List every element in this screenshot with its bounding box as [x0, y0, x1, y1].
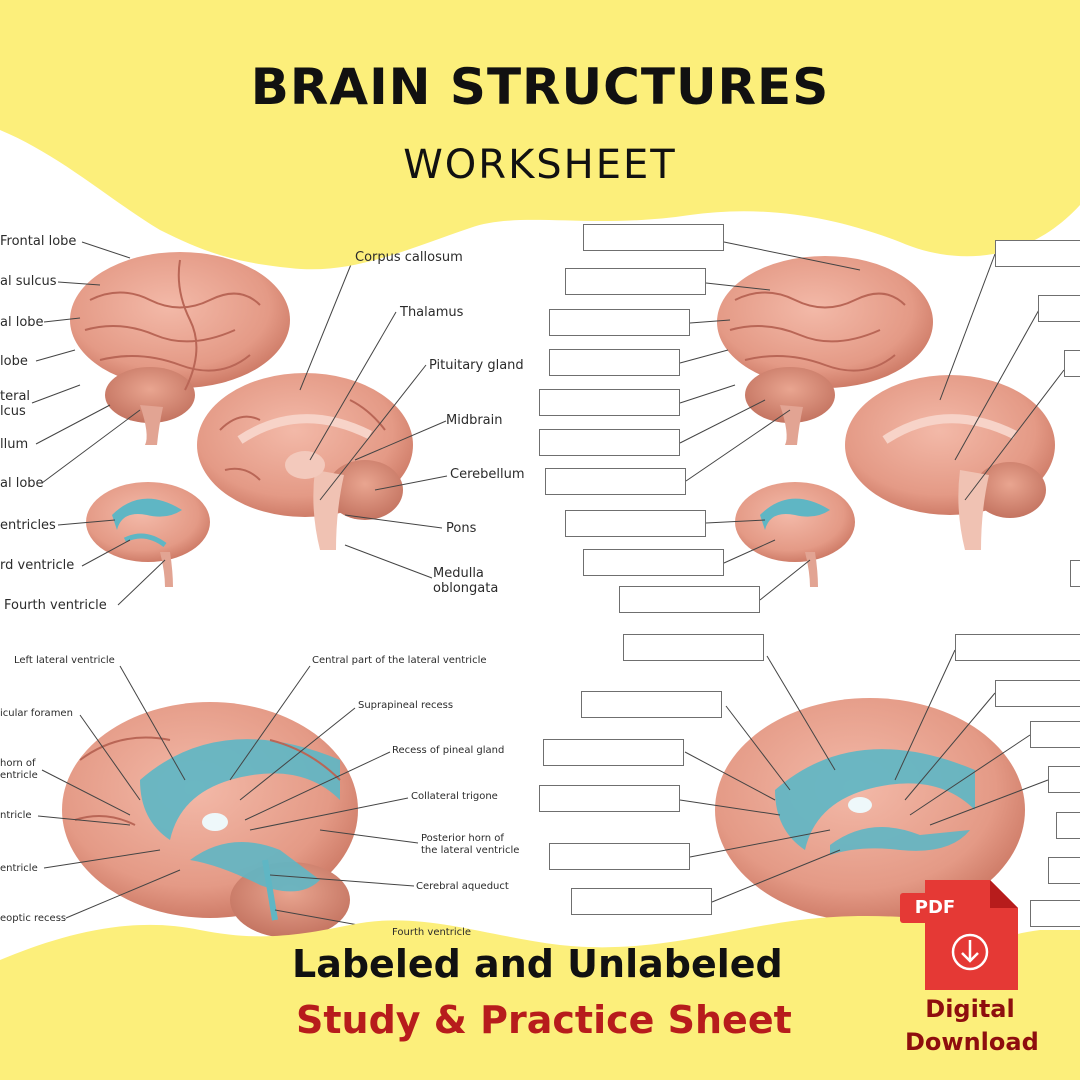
answer-box[interactable]	[571, 888, 712, 915]
answer-box[interactable]	[995, 680, 1080, 707]
answer-box[interactable]	[539, 785, 680, 812]
answer-box[interactable]	[549, 843, 690, 870]
label-ventricles: entricles	[0, 518, 56, 533]
page-title: BRAIN STRUCTURES	[250, 58, 830, 116]
label-lobe-2: lobe	[0, 354, 28, 369]
ventricle-brain-small-left	[86, 482, 210, 587]
lateral-brain-right	[717, 256, 933, 445]
label-fourth-ventricle: Fourth ventricle	[4, 598, 107, 613]
label-lateral: teral	[0, 389, 31, 404]
label-oblongata: oblongata	[433, 581, 499, 596]
label-pineal-recess: Recess of pineal gland	[392, 745, 505, 756]
sagittal-brain-left	[197, 373, 413, 550]
ventricle-small-leaders	[57, 519, 166, 606]
answer-box[interactable]	[1048, 857, 1080, 884]
label-thalamus: Thalamus	[400, 305, 464, 320]
ventricle-large-right-leaders	[679, 649, 1049, 903]
answer-box[interactable]	[623, 634, 764, 661]
label-lateral-ventricle-2: the lateral ventricle	[421, 845, 520, 856]
answer-box[interactable]	[583, 549, 724, 576]
label-foramen: icular foramen	[0, 708, 73, 719]
download-label: Download	[905, 1028, 1039, 1056]
answer-box[interactable]	[539, 429, 680, 456]
label-lobe-3: al lobe	[0, 476, 44, 491]
answer-box[interactable]	[1030, 900, 1080, 927]
label-lobe-1: al lobe	[0, 315, 44, 330]
label-sulcus: al sulcus	[0, 274, 57, 289]
page-subtitle: WORKSHEET	[403, 142, 677, 188]
footer-line-2: Study & Practice Sheet	[296, 998, 792, 1042]
label-left-lateral-ventricle: Left lateral ventricle	[14, 655, 115, 666]
right-top-leaders	[679, 241, 1065, 601]
label-ventricle-c: entricle	[0, 863, 38, 874]
sagittal-left-leaders	[299, 261, 448, 579]
sagittal-brain-right	[845, 375, 1055, 550]
answer-box[interactable]	[565, 268, 706, 295]
label-cerebral-aqueduct: Cerebral aqueduct	[416, 881, 509, 892]
answer-box[interactable]	[549, 349, 680, 376]
ventricle-brain-small-right	[735, 482, 855, 587]
label-medulla: Medulla	[433, 566, 484, 581]
label-pons: Pons	[446, 521, 477, 536]
label-third-ventricle: rd ventricle	[0, 558, 75, 573]
lateral-left-leaders	[31, 241, 141, 484]
top-yellow-wave	[0, 0, 1080, 270]
label-frontal-lobe: Frontal lobe	[0, 234, 77, 249]
footer-line-1: Labeled and Unlabeled	[292, 942, 783, 986]
answer-box[interactable]	[995, 240, 1080, 267]
answer-box[interactable]	[1064, 350, 1080, 377]
answer-box[interactable]	[1030, 721, 1080, 748]
answer-box[interactable]	[543, 739, 684, 766]
download-arrow-icon	[961, 940, 979, 963]
label-midbrain: Midbrain	[446, 413, 503, 428]
label-horn-of: horn of	[0, 758, 36, 769]
label-ventricle-b: ntricle	[0, 810, 32, 821]
label-pituitary: Pituitary gland	[429, 358, 524, 373]
label-cerebellum-part: llum	[0, 437, 29, 452]
answer-box[interactable]	[549, 309, 690, 336]
lateral-brain-left	[70, 252, 290, 445]
label-sulcus-2: lcus	[0, 404, 26, 419]
label-optic-recess: eoptic recess	[0, 913, 67, 924]
label-cerebellum: Cerebellum	[450, 467, 525, 482]
label-collateral-trigone: Collateral trigone	[411, 791, 498, 802]
ventricle-brain-large-right	[715, 698, 1025, 922]
answer-box[interactable]	[1038, 295, 1080, 322]
answer-box[interactable]	[1056, 812, 1080, 839]
digital-label: Digital	[925, 995, 1015, 1023]
answer-box[interactable]	[539, 389, 680, 416]
answer-box[interactable]	[1070, 560, 1080, 587]
answer-box[interactable]	[545, 468, 686, 495]
answer-box[interactable]	[619, 586, 760, 613]
label-suprapineal-recess: Suprapineal recess	[358, 700, 454, 711]
answer-box[interactable]	[1048, 766, 1080, 793]
label-central-part: Central part of the lateral ventricle	[312, 655, 487, 666]
label-fourth-ventricle-2: Fourth ventricle	[392, 927, 472, 938]
label-posterior-horn: Posterior horn of	[421, 833, 504, 844]
label-corpus-callosum: Corpus callosum	[355, 250, 463, 265]
answer-box[interactable]	[581, 691, 722, 718]
answer-box[interactable]	[565, 510, 706, 537]
answer-box[interactable]	[955, 634, 1080, 661]
label-ventricle-a: entricle	[0, 770, 38, 781]
pdf-badge: PDF	[900, 893, 970, 923]
ventricle-brain-large-left	[62, 702, 358, 938]
bottom-yellow-wave	[0, 915, 1080, 1080]
answer-box[interactable]	[583, 224, 724, 251]
